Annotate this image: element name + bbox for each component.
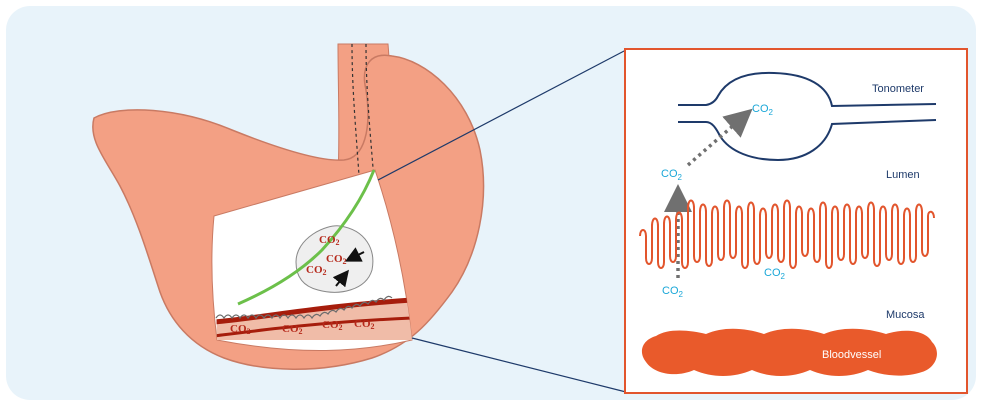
lumen-label: Lumen	[886, 169, 920, 181]
tonometer-label: Tonometer	[872, 83, 924, 95]
bloodvessel-shape	[642, 329, 937, 376]
mucosa-label: Mucosa	[886, 309, 925, 321]
inset-panel: Tonometer CO2 CO2 Lumen CO2 CO2 Mucosa B…	[625, 49, 967, 393]
bloodvessel-label: Bloodvessel	[822, 349, 881, 361]
